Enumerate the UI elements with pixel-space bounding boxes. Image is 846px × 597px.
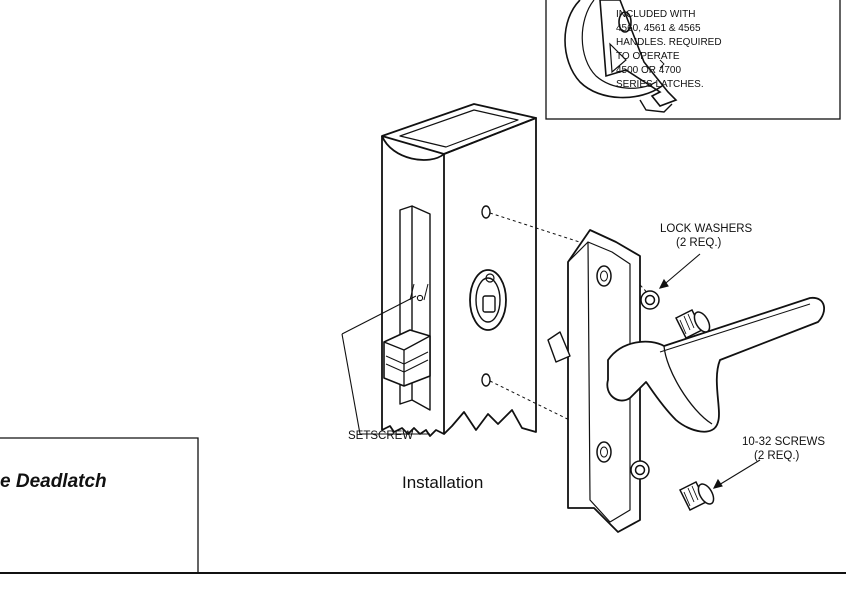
callout-line-5: 4500 OR 4700 bbox=[616, 65, 681, 76]
callout-line-1: INCLUDED WITH bbox=[616, 9, 695, 20]
bottom-rule bbox=[0, 572, 846, 574]
lock-washers-label: LOCK WASHERS bbox=[660, 223, 753, 235]
callout-line-6: SERIES LATCHES. bbox=[616, 79, 704, 90]
installation-caption: Installation bbox=[402, 473, 483, 492]
svg-text:INCLUDED WITH: INCLUDED WITH bbox=[616, 9, 695, 20]
screws-qty: (2 REQ.) bbox=[754, 450, 800, 462]
svg-text:SERIES LATCHES.: SERIES LATCHES. bbox=[616, 79, 704, 90]
svg-text:HANDLES. REQUIRED: HANDLES. REQUIRED bbox=[616, 37, 722, 48]
svg-text:(2 REQ.): (2 REQ.) bbox=[676, 237, 722, 249]
svg-text:SETSCREW: SETSCREW bbox=[348, 430, 413, 442]
svg-text:4560, 4561 & 4565: 4560, 4561 & 4565 bbox=[616, 23, 701, 34]
screws bbox=[674, 308, 715, 512]
svg-text:TO OPERATE: TO OPERATE bbox=[616, 51, 680, 62]
svg-text:(2 REQ.): (2 REQ.) bbox=[754, 450, 800, 462]
svg-text:10-32 SCREWS: 10-32 SCREWS bbox=[742, 436, 825, 448]
callout-box: INCLUDED WITH 4560, 4561 & 4565 HANDLES.… bbox=[545, 0, 841, 120]
lock-stile bbox=[381, 103, 537, 437]
callout-line-2: 4560, 4561 & 4565 bbox=[616, 23, 701, 34]
svg-text:Installation: Installation bbox=[402, 473, 483, 492]
alignment-lines bbox=[489, 212, 653, 459]
part-title-box: e Deadlatch bbox=[0, 437, 199, 572]
svg-text:4500 OR 4700: 4500 OR 4700 bbox=[616, 65, 681, 76]
lever-handle bbox=[606, 297, 825, 433]
escutcheon-plate bbox=[547, 229, 641, 533]
svg-text:e Deadlatch: e Deadlatch bbox=[0, 471, 107, 492]
spindle-cam-illustration bbox=[564, 0, 678, 113]
callout-line-3: HANDLES. REQUIRED bbox=[616, 37, 722, 48]
screws-label: 10-32 SCREWS bbox=[742, 436, 825, 448]
lock-washers bbox=[630, 290, 660, 480]
setscrew-label: SETSCREW bbox=[348, 430, 413, 442]
svg-text:LOCK WASHERS: LOCK WASHERS bbox=[660, 223, 753, 235]
leader-lines bbox=[341, 253, 761, 489]
lock-washers-qty: (2 REQ.) bbox=[676, 237, 722, 249]
part-title: e Deadlatch bbox=[0, 471, 107, 492]
callout-line-4: TO OPERATE bbox=[616, 51, 680, 62]
